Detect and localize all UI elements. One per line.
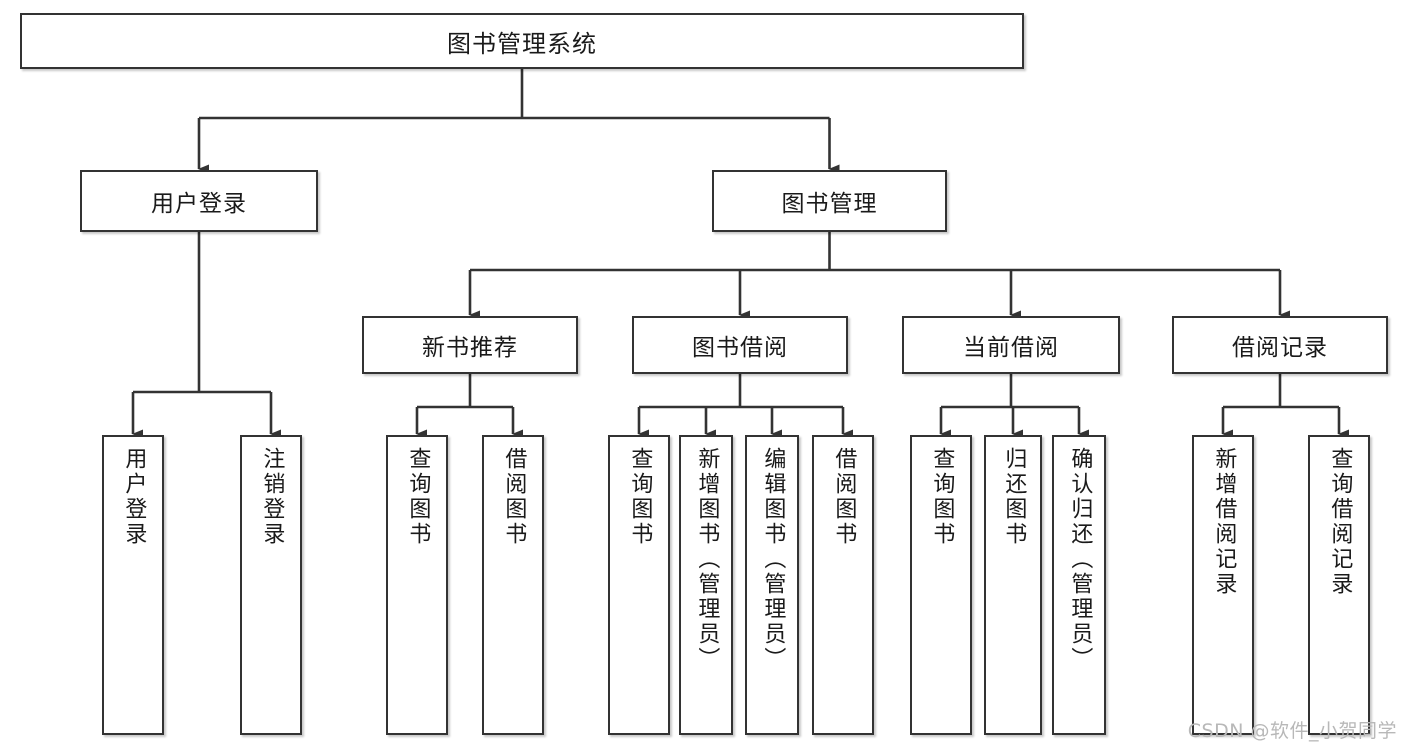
node-leaf-query-book-3-label: 查询图书 [929,447,955,547]
node-leaf-return-book-label: 归还图书 [1001,447,1027,547]
node-leaf-user-login-label: 用户登录 [121,447,147,547]
node-new-book-rec[interactable]: 新书推荐 [362,316,578,374]
node-leaf-query-book-2-label: 查询图书 [627,447,653,547]
node-leaf-add-book-label: 新增图书（管理员） [694,447,720,672]
node-book-borrow-label: 图书借阅 [692,335,788,361]
node-leaf-query-record[interactable]: 查询借阅记录 [1308,435,1370,735]
node-leaf-query-book-1[interactable]: 查询图书 [386,435,448,735]
node-leaf-add-record[interactable]: 新增借阅记录 [1192,435,1254,735]
node-new-book-rec-label: 新书推荐 [422,335,518,361]
node-leaf-query-book-3[interactable]: 查询图书 [910,435,972,735]
node-leaf-confirm-return-label: 确认归还（管理员） [1067,447,1093,672]
node-leaf-edit-book-label: 编辑图书（管理员） [760,447,786,672]
node-current-borrow-label: 当前借阅 [963,335,1059,361]
node-leaf-logout-label: 注销登录 [259,447,285,547]
node-leaf-query-record-label: 查询借阅记录 [1327,447,1353,597]
node-borrow-record-label: 借阅记录 [1232,335,1328,361]
node-book-borrow[interactable]: 图书借阅 [632,316,848,374]
node-leaf-add-book[interactable]: 新增图书（管理员） [679,435,733,735]
node-leaf-borrow-book-2[interactable]: 借阅图书 [812,435,874,735]
node-book-manage-label: 图书管理 [781,191,878,217]
watermark: CSDN @软件_小贺同学 [1187,720,1397,742]
node-leaf-borrow-book-2-label: 借阅图书 [831,447,857,547]
node-leaf-add-record-label: 新增借阅记录 [1211,447,1237,597]
node-book-manage[interactable]: 图书管理 [712,170,947,232]
node-root-label: 图书管理系统 [447,29,597,58]
node-leaf-edit-book[interactable]: 编辑图书（管理员） [745,435,799,735]
node-leaf-query-book-1-label: 查询图书 [405,447,431,547]
node-leaf-user-login[interactable]: 用户登录 [102,435,164,735]
node-leaf-borrow-book-1-label: 借阅图书 [501,447,527,547]
node-current-borrow[interactable]: 当前借阅 [902,316,1120,374]
node-leaf-logout[interactable]: 注销登录 [240,435,302,735]
node-leaf-confirm-return[interactable]: 确认归还（管理员） [1052,435,1106,735]
node-user-login[interactable]: 用户登录 [80,170,318,232]
node-leaf-borrow-book-1[interactable]: 借阅图书 [482,435,544,735]
node-root[interactable]: 图书管理系统 [20,13,1024,69]
node-borrow-record[interactable]: 借阅记录 [1172,316,1388,374]
node-leaf-return-book[interactable]: 归还图书 [984,435,1042,735]
node-user-login-label: 用户登录 [151,191,247,217]
node-leaf-query-book-2[interactable]: 查询图书 [608,435,670,735]
